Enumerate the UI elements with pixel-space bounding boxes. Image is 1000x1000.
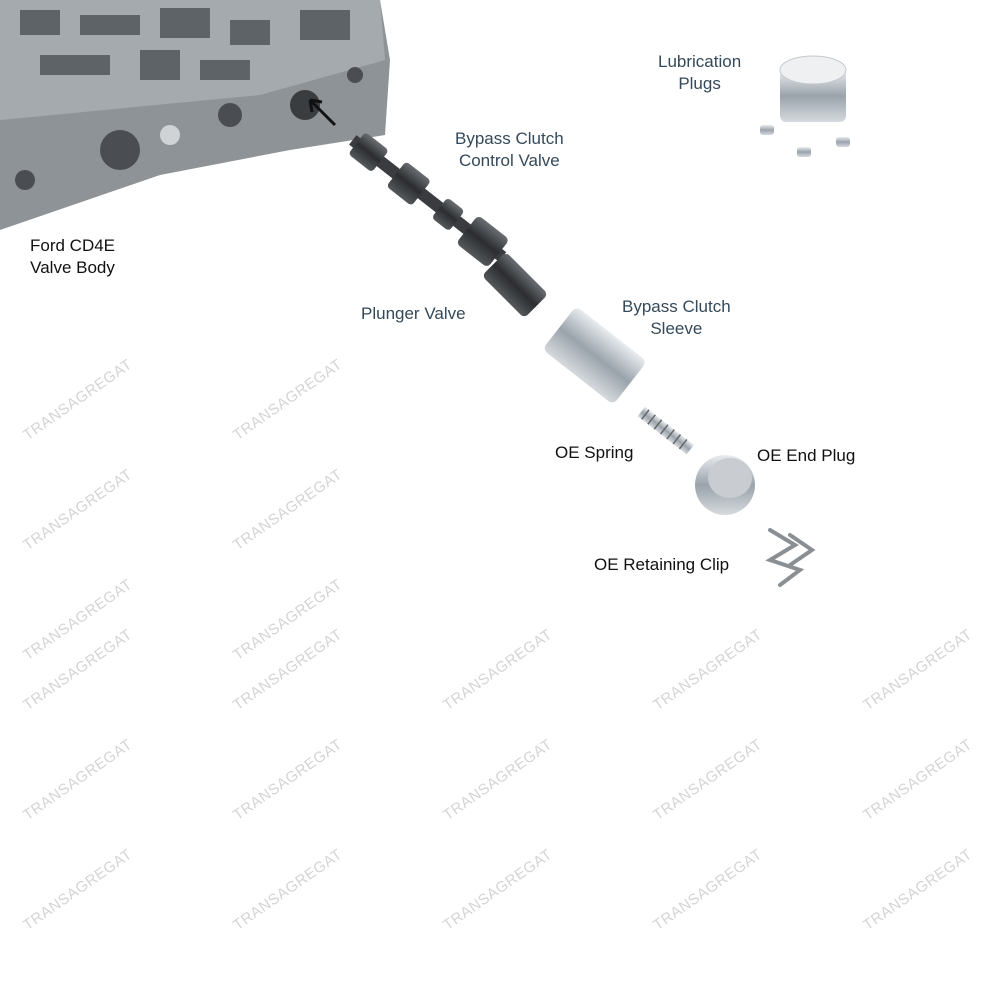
label-line: Plugs xyxy=(678,74,721,93)
label-oe-end-plug: OE End Plug xyxy=(757,446,856,465)
label-line: Valve Body xyxy=(30,258,115,277)
label-lubrication-plugs: Lubrication Plugs xyxy=(658,51,741,95)
label-line: Control Valve xyxy=(458,151,560,170)
oe-end-plug-image xyxy=(695,455,755,515)
lubrication-plugs-image xyxy=(760,55,850,157)
plunger-valve-image xyxy=(483,253,547,317)
oe-spring-image xyxy=(637,406,694,455)
label-line: Lubrication xyxy=(658,52,742,71)
bypass-clutch-control-valve-image xyxy=(349,133,508,266)
bypass-clutch-sleeve-image xyxy=(544,308,645,403)
label-oe-retaining-clip: OE Retaining Clip xyxy=(594,555,730,574)
valve-body-image xyxy=(0,0,390,230)
label-valve-body: Ford CD4E Valve Body xyxy=(30,235,115,279)
label-line: Bypass Clutch xyxy=(622,297,731,316)
label-line: Sleeve xyxy=(650,319,703,338)
label-bypass-clutch-control-valve: Bypass Clutch Control Valve xyxy=(455,128,564,172)
oe-retaining-clip-image xyxy=(765,528,816,587)
label-oe-spring: OE Spring xyxy=(555,443,634,462)
label-line: Ford CD4E xyxy=(30,236,116,255)
label-bypass-clutch-sleeve: Bypass Clutch Sleeve xyxy=(622,296,731,340)
label-plunger-valve: Plunger Valve xyxy=(361,304,466,323)
label-line: Bypass Clutch xyxy=(455,129,564,148)
